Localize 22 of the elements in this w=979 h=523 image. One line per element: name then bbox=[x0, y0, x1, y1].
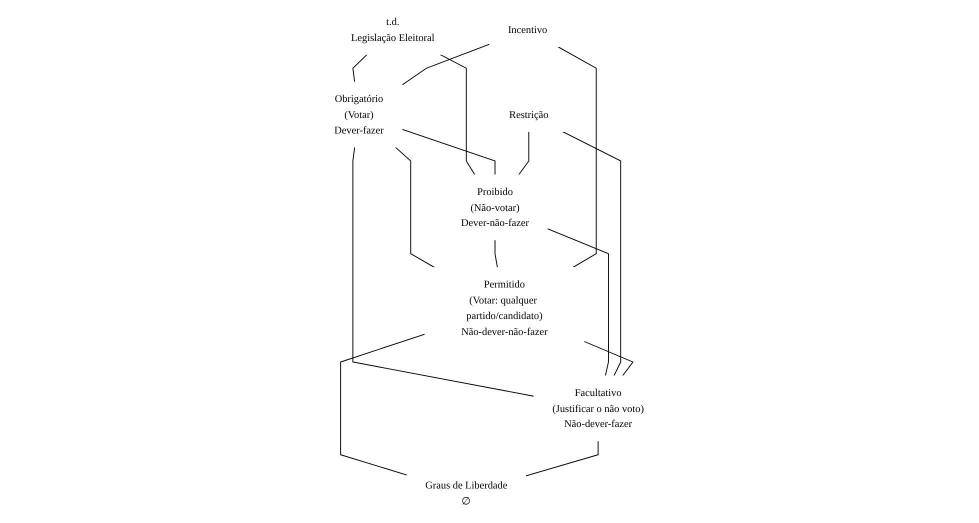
node-text: Graus de Liberdade ∅ bbox=[426, 480, 508, 507]
connector bbox=[340, 334, 426, 476]
connector bbox=[402, 44, 490, 86]
connector bbox=[584, 340, 634, 376]
node-text: t.d. Legislação Eleitoral bbox=[351, 16, 435, 44]
connector bbox=[558, 46, 598, 268]
node-text: Permitido (Votar: qualquer partido/candidato) Não-dever-não-fazer bbox=[462, 278, 548, 337]
node-text: Proibido (Não-votar) Dever-não-fazer bbox=[461, 186, 530, 229]
connector bbox=[402, 128, 496, 176]
connector bbox=[518, 131, 530, 176]
connector bbox=[562, 131, 622, 376]
node-text: Restrição bbox=[510, 108, 549, 120]
node-text: Obrigatório (Votar) Dever-fazer bbox=[334, 93, 384, 136]
connector bbox=[352, 54, 368, 82]
connector bbox=[440, 54, 476, 176]
connector bbox=[547, 228, 610, 376]
connector bbox=[395, 146, 436, 268]
node-text: Incentivo bbox=[508, 24, 548, 36]
connector bbox=[494, 239, 498, 268]
node-text: Facultativo (Justificar o não voto) Não-dever-fazer bbox=[552, 386, 644, 430]
connector bbox=[526, 440, 599, 476]
connector bbox=[352, 146, 535, 397]
